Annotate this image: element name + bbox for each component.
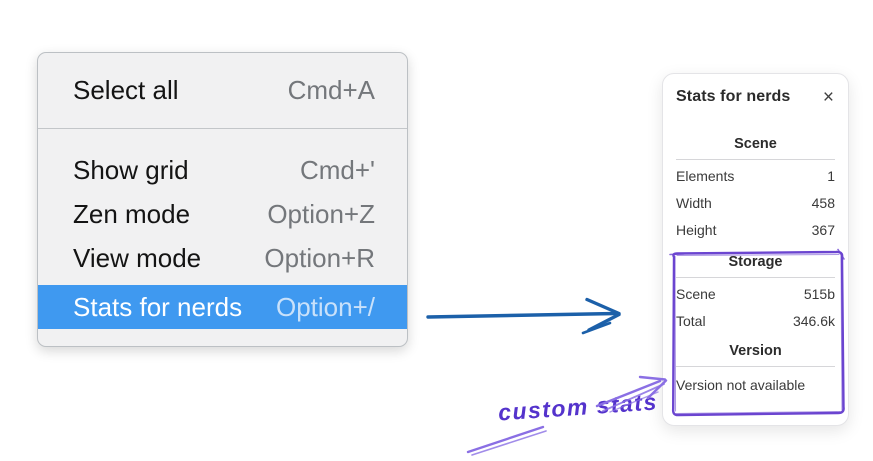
menu-item-shortcut: Option+R [264,242,375,273]
version-section: Version Version not available [676,341,835,399]
menu-item-label: Show grid [73,154,189,185]
stat-row-scene-size: Scene 515b [676,281,835,308]
menu-item-label: View mode [73,242,202,273]
stat-value: 346.6k [792,313,835,329]
menu-item-view-mode[interactable]: View mode Option+R [38,236,407,280]
stat-row-elements: Elements 1 [676,163,835,190]
stats-panel: Stats for nerds × Scene Elements 1 Width… [662,73,849,426]
menu-item-label: Select all [73,75,179,105]
menu-item-shortcut: Cmd+' [299,154,375,185]
storage-section-header: Storage [728,254,783,270]
stat-label: Total [676,313,706,329]
menu-item-label: Stats for nerds [73,291,243,322]
stat-row-total-size: Total 346.6k [676,308,835,335]
stat-label: Scene [676,286,716,302]
stat-row-width: Width 458 [676,190,835,217]
stat-label: Elements [676,168,735,184]
section-divider [676,159,835,160]
menu-group: Show grid Cmd+' Zen mode Option+Z View m… [38,129,407,329]
menu-item-zen-mode[interactable]: Zen mode Option+Z [38,192,407,236]
flow-arrow-icon [426,297,621,335]
context-menu: Select all Cmd+A Show grid Cmd+' Zen mod… [37,52,408,347]
stat-value: 458 [811,195,835,211]
section-divider [676,366,835,367]
stat-value: 367 [811,222,835,238]
stats-panel-title: Stats for nerds [676,88,791,105]
menu-item-label: Zen mode [73,198,191,229]
annotation-label: custom stats [497,388,659,426]
close-icon[interactable]: × [822,86,834,108]
menu-divider [38,128,407,129]
stat-label: Width [676,195,712,211]
storage-section: Storage Scene 515b Total 346.6k [676,252,835,335]
scene-section-header: Scene [734,136,777,152]
menu-item-shortcut: Cmd+A [287,75,375,105]
menu-item-shortcut: Option+/ [275,291,375,322]
menu-item-shortcut: Option+Z [267,198,375,229]
section-divider [676,277,835,278]
menu-item-show-grid[interactable]: Show grid Cmd+' [38,148,407,192]
stat-label: Height [676,222,717,238]
stats-panel-header: Stats for nerds × [676,86,835,108]
stat-value: 1 [827,168,835,184]
stat-value: 515b [803,286,835,302]
scene-section: Scene Elements 1 Width 458 Height 367 [676,134,835,244]
menu-item-select-all[interactable]: Select all Cmd+A [38,53,407,128]
stat-row-height: Height 367 [676,217,835,244]
version-message: Version not available [676,377,806,393]
version-section-header: Version [729,343,782,359]
menu-item-stats-for-nerds[interactable]: Stats for nerds Option+/ [38,285,407,329]
